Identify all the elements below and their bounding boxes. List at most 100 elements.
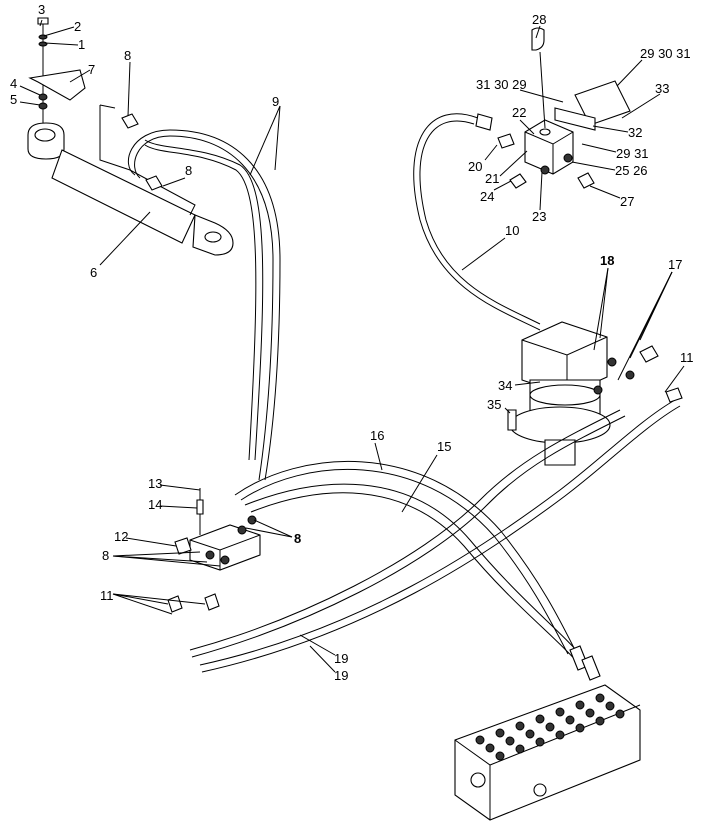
callout-label: 25 26 <box>615 163 648 178</box>
callout-label: 18 <box>600 253 614 268</box>
leader-line <box>592 125 629 133</box>
callout-label: 4 <box>10 76 17 91</box>
leader-line <box>461 237 506 271</box>
leader-line <box>599 267 609 339</box>
callout-label: 9 <box>272 94 279 109</box>
callout-label: 35 <box>487 397 501 412</box>
callout-label: 11 <box>680 350 694 365</box>
callout-label: 22 <box>512 105 526 120</box>
spool-port <box>505 736 515 746</box>
callout-label: 31 30 29 <box>476 77 527 92</box>
spool-port <box>555 730 565 740</box>
leader-line <box>112 555 221 567</box>
callout-label: 15 <box>437 439 451 454</box>
spool-port <box>535 737 545 747</box>
callout-label: 28 <box>532 12 546 27</box>
callout-label: 19 <box>334 668 348 683</box>
leader-line <box>125 537 177 547</box>
spool-port <box>595 716 605 726</box>
callout-label: 27 <box>620 194 634 209</box>
callout-label: 23 <box>532 209 546 224</box>
leader-line <box>519 89 564 103</box>
callout-label: 21 <box>485 171 499 186</box>
spool-port <box>595 693 605 703</box>
hose-9 <box>121 113 281 481</box>
callout-label: 17 <box>668 257 682 272</box>
leader-line <box>112 593 206 605</box>
leader-line <box>245 527 293 538</box>
spool-port <box>575 700 585 710</box>
callout-label: 3 <box>38 2 45 17</box>
spool-port <box>515 721 525 731</box>
spool-port <box>575 723 585 733</box>
leader-line <box>159 484 201 491</box>
spool-port <box>535 714 545 724</box>
leader-line <box>69 69 91 83</box>
spool-port <box>605 701 615 711</box>
leader-line <box>493 180 512 191</box>
callout-label: 10 <box>505 223 519 238</box>
spool-port <box>495 728 505 738</box>
hoses-lower <box>189 387 683 681</box>
leader-line <box>519 119 535 135</box>
callout-label: 33 <box>655 81 669 96</box>
leader-line <box>374 442 383 471</box>
leader-line <box>112 593 173 615</box>
spool-port <box>555 707 565 717</box>
leader-line <box>535 25 541 39</box>
leader-line <box>309 645 336 673</box>
leader-line <box>401 454 438 513</box>
callout-label: 14 <box>148 497 162 512</box>
leader-line <box>39 19 43 27</box>
callout-label: 19 <box>334 651 348 666</box>
callout-label: 5 <box>10 92 17 107</box>
leader-line <box>616 59 643 87</box>
leader-line <box>581 143 617 153</box>
leader-line <box>621 93 661 119</box>
leader-line <box>44 42 79 46</box>
leader-line <box>112 551 201 557</box>
hydraulic-cylinder <box>27 17 234 256</box>
spool-port <box>545 722 555 732</box>
leader-line <box>504 407 511 414</box>
spool-port <box>475 735 485 745</box>
callout-label: 8 <box>185 163 192 178</box>
callout-label: 29 30 31 <box>640 46 691 61</box>
callout-label: 16 <box>370 428 384 443</box>
leader-line <box>19 85 41 96</box>
leader-line <box>127 61 131 117</box>
spool-port <box>515 744 525 754</box>
callout-label: 20 <box>468 159 482 174</box>
hose-10 <box>413 113 541 331</box>
leader-line <box>299 634 336 656</box>
leader-line <box>253 519 293 538</box>
callout-label: 8 <box>124 48 131 63</box>
leader-line <box>571 161 616 171</box>
callout-label: 11 <box>100 588 114 603</box>
callout-label: 12 <box>114 529 128 544</box>
callout-label: 8 <box>294 531 301 546</box>
callout-label: 6 <box>90 265 97 280</box>
leader-line <box>249 105 281 176</box>
spool-port <box>525 729 535 739</box>
leader-line <box>112 593 169 605</box>
leader-line <box>162 177 186 187</box>
leader-line <box>274 105 281 171</box>
callout-label: 24 <box>480 189 494 204</box>
callout-label: 32 <box>628 125 642 140</box>
leader-line <box>617 271 673 381</box>
spool-port <box>495 751 505 761</box>
callout-label: 29 31 <box>616 146 649 161</box>
leader-line <box>514 381 541 386</box>
control-valve-bank <box>454 684 641 821</box>
manifold-block <box>497 27 631 189</box>
spool-port <box>565 715 575 725</box>
spool-port <box>615 709 625 719</box>
leader-line <box>484 144 498 161</box>
callout-label: 8 <box>102 548 109 563</box>
leader-line <box>593 267 609 351</box>
swing-motor <box>507 321 659 466</box>
